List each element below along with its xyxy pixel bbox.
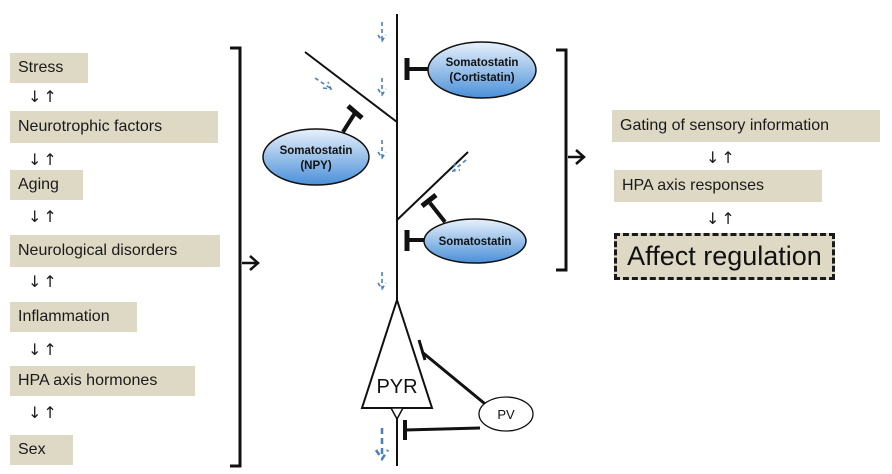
updown-arrows: ↓↑ <box>706 209 737 228</box>
updown-arrows: ↓↑ <box>28 403 59 422</box>
sst-cell: Somatostatin <box>423 218 527 264</box>
left-to-center-arrow <box>242 255 260 271</box>
sst-npy-cell: Somatostatin (NPY) <box>262 128 370 186</box>
pyramidal-cell: PYR <box>360 296 434 421</box>
affect-regulation-box: Affect regulation <box>614 233 835 280</box>
outcome-hpa-responses: HPA axis responses <box>614 170 822 202</box>
factor-aging: Aging <box>10 170 83 200</box>
sst-npy-line2: (NPY) <box>300 160 331 172</box>
sst-npy-line1: Somatostatin <box>280 145 353 157</box>
updown-arrows: ↓↑ <box>28 150 59 169</box>
outcome-gating: Gating of sensory information <box>612 110 880 142</box>
factor-inflammation: Inflammation <box>10 302 137 332</box>
dendrite-branch-upper <box>304 51 398 123</box>
pyr-label: PYR <box>376 376 417 398</box>
right-bracket <box>556 48 568 272</box>
updown-arrows: ↓↑ <box>28 272 59 291</box>
factor-hpa-hormones: HPA axis hormones <box>10 366 195 396</box>
updown-arrows: ↓↑ <box>706 148 737 167</box>
pv-label: PV <box>497 407 515 422</box>
blue-input-arrows <box>314 22 467 462</box>
sst-cortistatin-line2: (Cortistatin) <box>449 72 514 84</box>
updown-arrows: ↓↑ <box>28 207 59 226</box>
sst-cortistatin-cell: Somatostatin (Cortistatin) <box>427 41 537 99</box>
sst-line1: Somatostatin <box>439 236 512 248</box>
pv-cell: PV <box>403 339 534 440</box>
dendrite-branch-middle <box>396 151 469 221</box>
sst-cortistatin-line1: Somatostatin <box>446 57 519 69</box>
center-to-right-arrow <box>568 149 586 165</box>
updown-arrows: ↓↑ <box>28 87 59 106</box>
factor-neurotrophic: Neurotrophic factors <box>10 111 218 143</box>
factor-neurological: Neurological disorders <box>10 235 220 267</box>
left-bracket <box>230 46 242 468</box>
factor-stress: Stress <box>10 53 88 83</box>
factor-sex: Sex <box>10 435 73 465</box>
updown-arrows: ↓↑ <box>28 340 59 359</box>
